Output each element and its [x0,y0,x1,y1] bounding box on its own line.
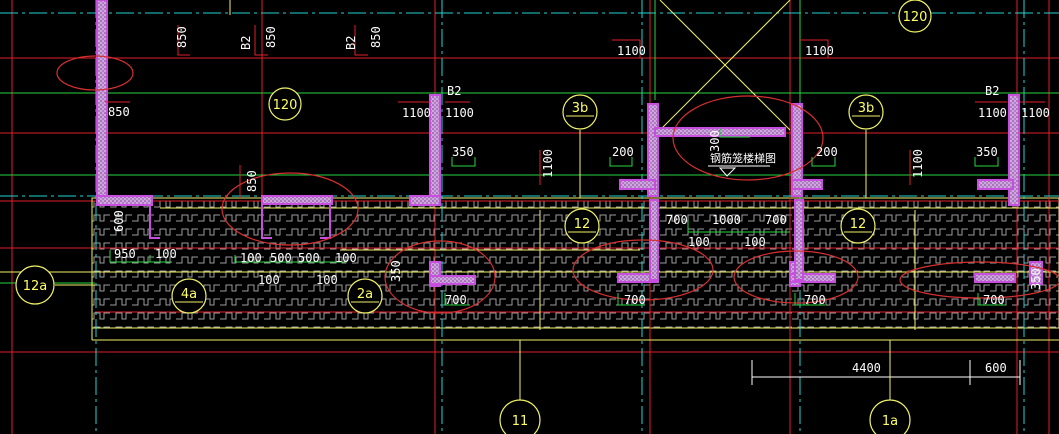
revision-ellipses [56,55,1059,314]
dim-1100-top-b: 1100 [805,44,834,58]
dim-850-left: 850 [108,105,130,119]
dim-100-c: 100 [335,251,357,265]
bubble-12-b: 12 [850,217,867,232]
dim-950: 950 [114,247,136,261]
green-dimension-ticks [109,128,1005,306]
bubble-120-top-circle [898,0,932,33]
bubble-3b-right-circle [848,94,884,130]
dim-b2-b: B2 [344,36,358,50]
dim-350-b: 350 [976,145,998,159]
dim-1100-mid-c: 1100 [978,106,1007,120]
dim-1100-top-a: 1100 [617,44,646,58]
bubble-3b-right: 3b [858,101,875,116]
bubble-4a: 4a [181,287,197,302]
bubble-dividers [175,115,880,303]
bubble-11-circle [499,399,541,434]
dim-300: 300 [708,130,722,152]
bubble-labels: 120 120 3b 3b 12 12 12a 4a 2a 11 1a [23,10,928,429]
bubble-4a-circle [171,278,207,314]
dim-850-a: 850 [175,26,189,48]
dim-700-b: 700 [666,213,688,227]
bubble-12-a-circle [564,208,600,244]
bubble-11: 11 [512,414,529,429]
stair-annotation-text: 钢筋笼楼梯图 [710,151,776,165]
bubble-12a: 12a [23,279,48,294]
red-dimension-leaders [105,25,1045,198]
dim-700-a: 700 [445,293,467,307]
bubble-12-a: 12 [574,217,591,232]
dim-1000: 1000 [712,213,741,227]
dim-600: 600 [112,210,126,232]
bubble-3b-left-circle [562,94,598,130]
dimension-text-group: 850 B2 850 B2 850 1100 1100 850 B2 1100 … [108,26,1050,375]
dim-100-f: 100 [688,235,710,249]
dim-100-e: 100 [316,273,338,287]
stair-opening-cross [659,0,791,131]
dim-100-g: 100 [744,235,766,249]
dim-500-b: 500 [298,251,320,265]
bottom-dimension-line [751,360,1021,385]
yellow-outlines [0,0,1059,341]
dim-700-d: 700 [624,293,646,307]
red-horizontal-gridlines [0,57,1059,353]
bubble-leaders [55,130,891,400]
dim-500-a: 500 [270,251,292,265]
bubble-1a: 1a [882,414,898,429]
dim-200-b: 200 [816,145,838,159]
bubble-2a-circle [347,278,383,314]
dim-1100-vertical-a: 1100 [541,149,555,178]
bubble-2a: 2a [357,287,373,302]
bubble-120-left-circle [268,87,302,121]
dim-600-b: 600 [985,361,1007,375]
bubble-120-left: 120 [273,98,298,113]
dim-100-a: 100 [155,247,177,261]
dim-700-c: 700 [765,213,787,227]
dim-350-rotated: 350 [389,260,403,282]
dim-1100-vertical-b: 1100 [911,149,925,178]
dim-200-a: 200 [612,145,634,159]
dim-700-f: 700 [983,293,1005,307]
dim-4400: 4400 [852,361,881,375]
dim-850-rotated: 850 [245,170,259,192]
bubble-3b-left: 3b [572,101,589,116]
dim-b2-a: B2 [239,36,253,50]
dim-100-b: 100 [240,251,262,265]
annotation-arrow [718,167,737,177]
grid-bubbles [15,0,932,434]
bubble-12-b-circle [840,208,876,244]
dim-850-b: 850 [264,26,278,48]
dim-1100-mid-b: 1100 [445,106,474,120]
dim-700-e: 700 [804,293,826,307]
bubble-120-top: 120 [903,10,928,25]
dim-b2-right: B2 [985,84,999,98]
dim-100-d: 100 [258,273,280,287]
dim-850-c: 850 [369,26,383,48]
dim-1100-mid-d: 1100 [1021,106,1050,120]
dim-b2-mid: B2 [447,84,461,98]
dim-350-a: 350 [452,145,474,159]
dim-1100-mid-a: 1100 [402,106,431,120]
bubble-1a-circle [869,399,911,434]
green-gridlines [0,0,1059,284]
bubble-12a-circle [15,265,55,305]
dim-350-right: 350 [1029,268,1043,290]
